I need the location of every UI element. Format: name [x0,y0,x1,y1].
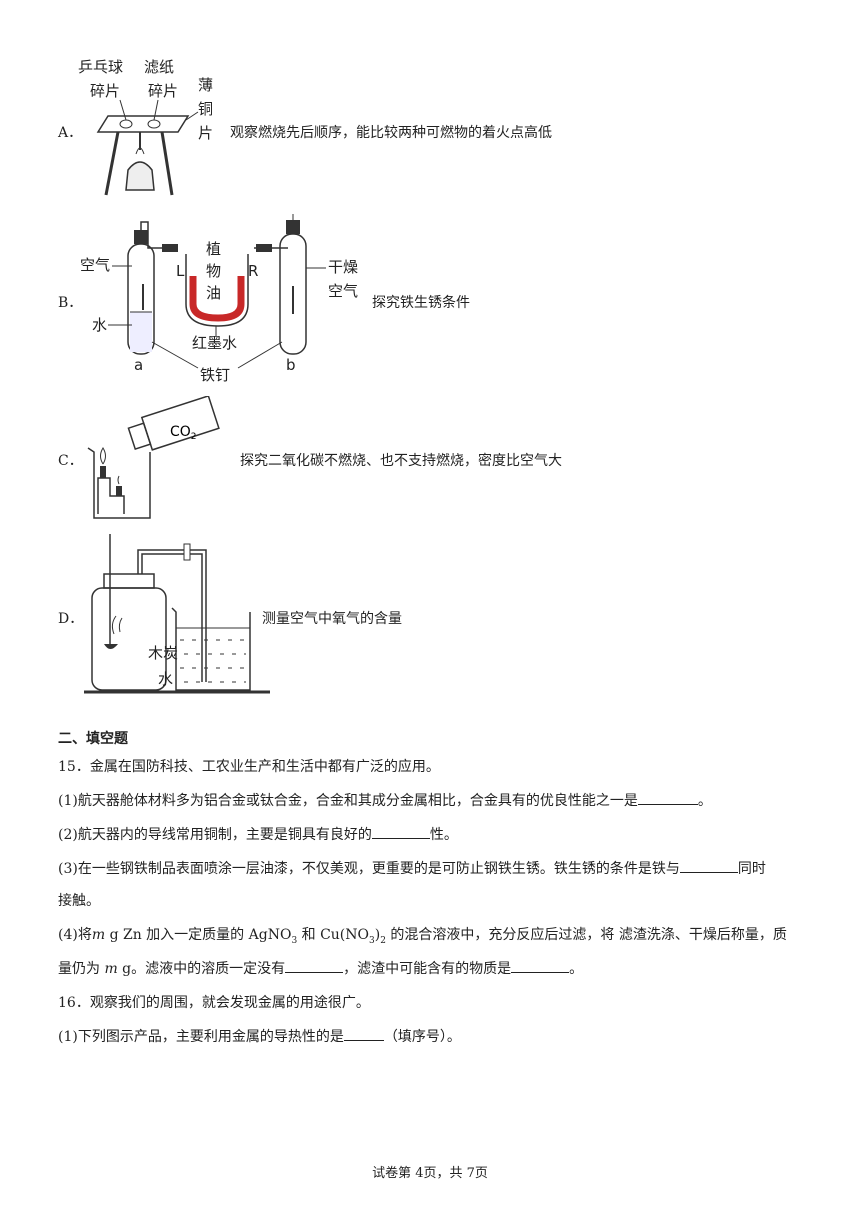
q16-stem: 16．观察我们的周围，就会发现金属的用途很广。 [58,995,370,1011]
q15-part2: (2)航天器内的导线常用铜制，主要是铜具有良好的性。 [58,826,458,843]
option-letter-b: B． [58,295,83,311]
q16-part1: (1)下列图示产品，主要利用金属的导热性的是（填序号）。 [58,1028,461,1045]
label-wu: 物 [206,262,221,280]
label-co2: CO2 [170,424,197,442]
q15-part4-line2: 量仍为 m g。滤液中的溶质一定没有，滤渣中可能含有的物质是。 [58,960,584,977]
label-b: b [286,356,296,374]
answer-blank-q15-3[interactable] [679,860,738,873]
answer-blank-q15-1[interactable] [637,792,698,805]
q15-part1: (1)航天器舱体材料多为铝合金或钛合金，合金和其成分金属相比，合金具有的优良性能… [58,792,712,809]
label-oil: 油 [206,284,221,302]
option-text-d: 测量空气中氧气的含量 [262,611,402,627]
label-air: 空气 [80,256,110,274]
label-copper-2: 铜 [198,100,213,118]
label-filter-2: 碎片 [148,82,178,100]
page-footer: 试卷第 4页，共 7页 [372,1166,488,1181]
label-water-d: 水 [158,670,173,688]
label-filter-1: 滤纸 [144,58,174,76]
label-red-ink: 红墨水 [192,334,237,352]
figure-a-combustion: 乒乓球 碎片 滤纸 碎片 薄 铜 片 [78,58,213,196]
label-dry-1: 干燥 [328,258,358,276]
q15-part3-line2: 接触。 [58,893,100,909]
label-a: a [134,356,143,374]
label-copper-1: 薄 [198,76,213,94]
label-plant: 植 [206,240,221,258]
option-letter-a: A． [58,125,83,141]
label-nail: 铁钉 [200,366,230,384]
label-pingpong-2: 碎片 [90,82,120,100]
label-charcoal: 木炭 [148,644,178,662]
label-L: L [176,262,185,280]
label-pingpong-1: 乒乓球 [78,58,123,76]
label-R: R [248,262,258,280]
label-water: 水 [92,316,107,334]
label-dry-2: 空气 [328,282,358,300]
label-copper-3: 片 [198,124,213,142]
q15-stem: 15．金属在国防科技、工农业生产和生活中都有广泛的应用。 [58,759,440,775]
q15-part3: (3)在一些钢铁制品表面喷涂一层油漆，不仅美观，更重要的是可防止钢铁生锈。铁生锈… [58,860,766,877]
option-text-c: 探究二氧化碳不燃烧、也不支持燃烧，密度比空气大 [240,453,562,469]
answer-blank-q15-4b[interactable] [511,960,570,973]
answer-blank-q16-1[interactable] [343,1028,384,1041]
figure-d-oxygen: 木炭 水 [84,534,270,694]
option-letter-c: C． [58,453,83,469]
section-title: 二、填空题 [58,731,128,747]
figure-c-co2: CO2 [87,396,220,519]
q15-part4: (4)将m g Zn 加入一定质量的 AgNO3 和 Cu(NO3)2 的混合溶… [58,927,787,946]
answer-blank-q15-4a[interactable] [285,960,344,973]
option-letter-d: D． [58,611,84,627]
option-text-a: 观察燃烧先后顺序，能比较两种可燃物的着火点高低 [230,125,552,141]
figure-b-iron-rust: L R 植 物 油 空气 水 a 红墨水 铁钉 干燥 空气 b [80,214,358,384]
option-text-b: 探究铁生锈条件 [372,295,470,311]
answer-blank-q15-2[interactable] [371,826,430,839]
